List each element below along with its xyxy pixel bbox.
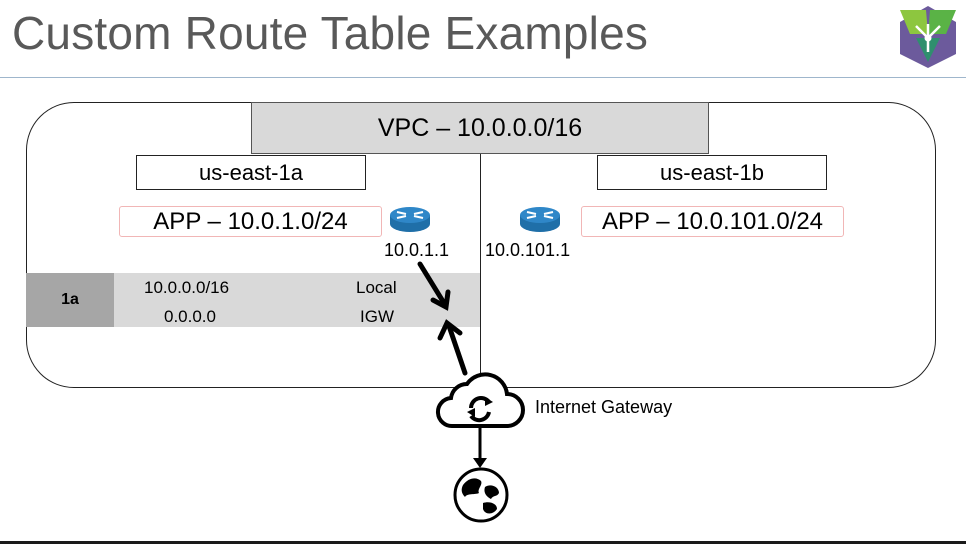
- az-divider: [480, 154, 481, 388]
- subnet-a: APP – 10.0.1.0/24: [119, 206, 382, 237]
- route-destination: 10.0.0.0/16: [144, 278, 230, 297]
- internet-gateway-label: Internet Gateway: [535, 397, 673, 417]
- brand-logo-icon: [900, 6, 956, 68]
- availability-zone-a: us-east-1a: [136, 155, 366, 190]
- bottom-border: [0, 541, 966, 544]
- router-icon: [390, 207, 430, 232]
- cloud-sync-icon: [435, 372, 525, 429]
- router-icon: [520, 207, 560, 232]
- slide-title: Custom Route Table Examples: [12, 7, 649, 59]
- route-table: 1a 10.0.0.0/16 Local 0.0.0.0 IGW: [26, 273, 480, 327]
- vpc-label: VPC – 10.0.0.0/16: [251, 102, 709, 154]
- router-ip-b: 10.0.101.1: [485, 240, 571, 260]
- subnet-b: APP – 10.0.101.0/24: [581, 206, 844, 237]
- title-divider: [0, 77, 966, 78]
- route-target: IGW: [360, 307, 394, 326]
- globe-icon: [453, 467, 509, 523]
- availability-zone-b: us-east-1b: [597, 155, 827, 190]
- route-target: Local: [356, 278, 397, 297]
- route-table-name: 1a: [26, 273, 114, 327]
- route-destination: 0.0.0.0: [164, 307, 216, 326]
- router-ip-a: 10.0.1.1: [384, 240, 450, 260]
